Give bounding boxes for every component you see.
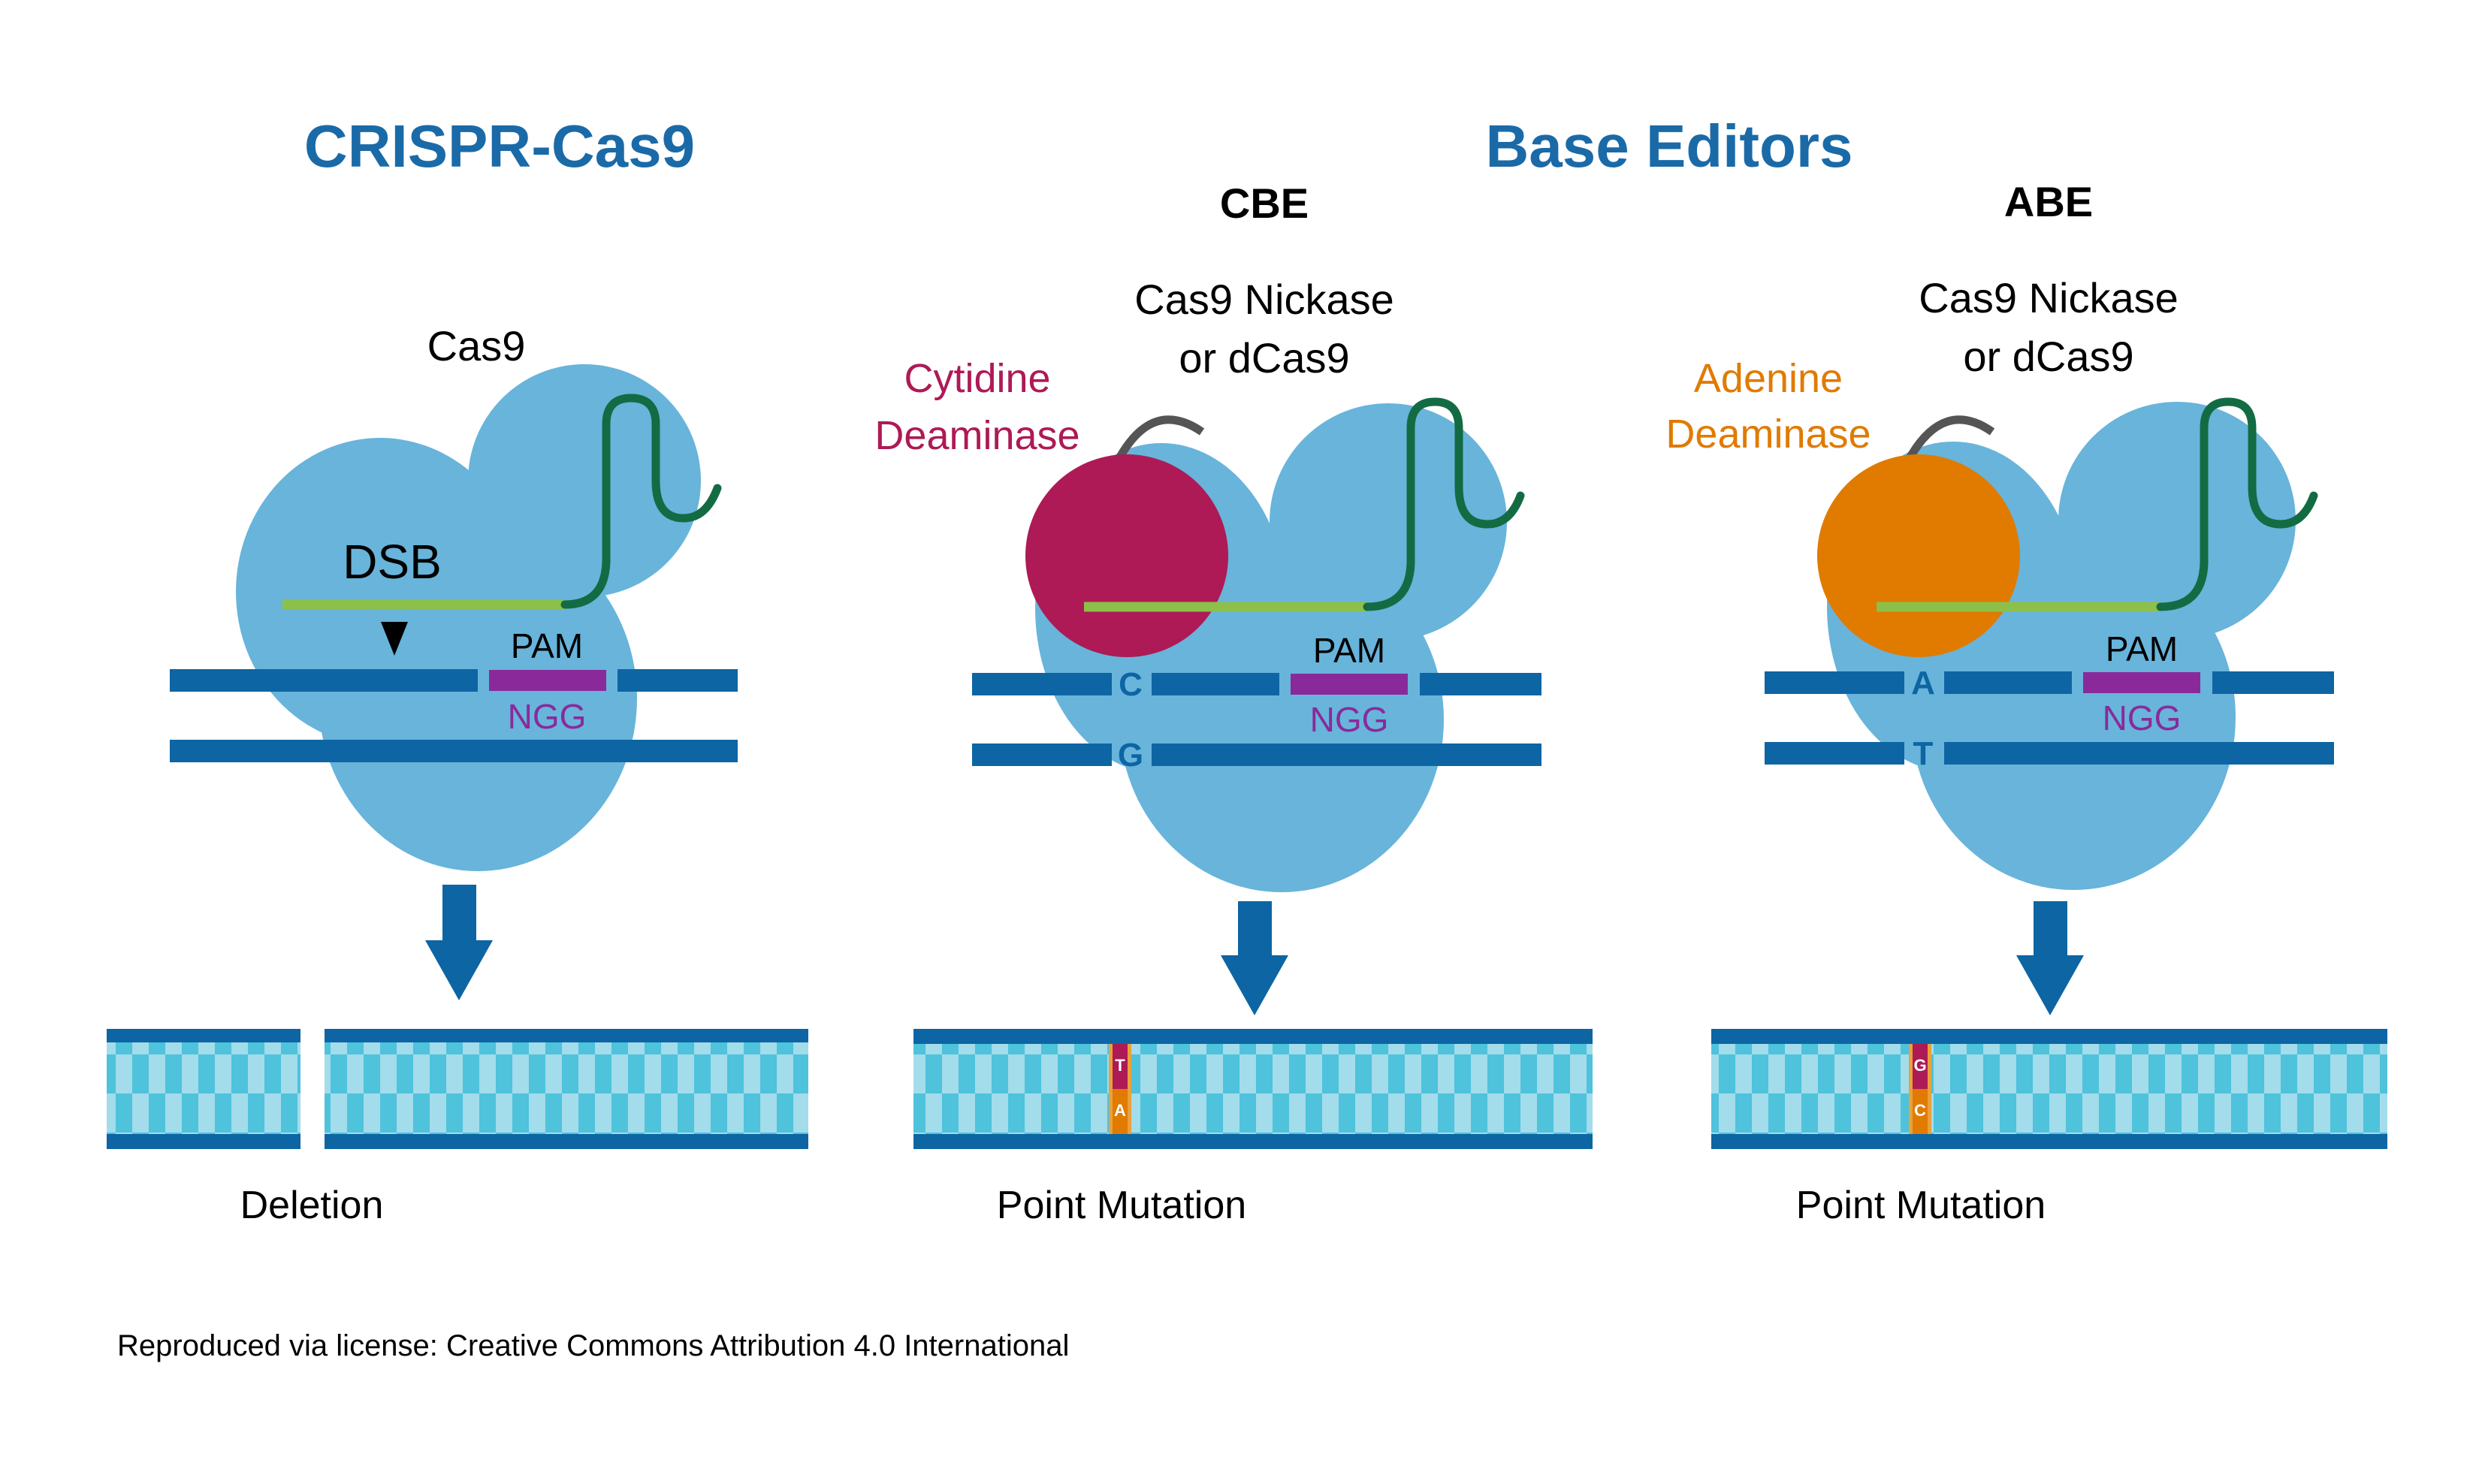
deletion-ladder-left bbox=[107, 1042, 300, 1134]
crispr-panel: Cas9 DSB PAM NGG Deletion bbox=[107, 322, 808, 1227]
cbe-protein-label-line2: or dCas9 bbox=[1179, 334, 1349, 382]
cytidine-deaminase bbox=[1025, 454, 1228, 657]
cas9-label: Cas9 bbox=[427, 322, 526, 369]
abe-pam-site bbox=[2083, 672, 2200, 693]
dsb-label: DSB bbox=[343, 535, 442, 589]
abe-pam-label: PAM bbox=[2106, 629, 2178, 668]
abe-protein-label-line1: Cas9 Nickase bbox=[1919, 274, 2178, 321]
cbe-target-base-top: C bbox=[1119, 666, 1143, 703]
abe-ngg-label: NGG bbox=[2103, 698, 2182, 737]
down-arrow bbox=[425, 885, 493, 1000]
cbe-dna-strand-top bbox=[972, 673, 1541, 695]
cbe-dna-strand-bottom bbox=[972, 744, 1541, 766]
abe-down-arrow bbox=[2016, 901, 2084, 1015]
cytidine-label-line2: Deaminase bbox=[874, 413, 1079, 458]
cas9-protein bbox=[236, 364, 701, 871]
cbe-outcome: Point Mutation bbox=[997, 1184, 1246, 1227]
abe-title: ABE bbox=[2004, 178, 2093, 225]
pam-label: PAM bbox=[511, 626, 583, 665]
abe-target-base-bottom: T bbox=[1913, 735, 1934, 772]
cbe-pam-label: PAM bbox=[1313, 631, 1385, 670]
abe-dna-strand-bottom bbox=[1765, 742, 2334, 765]
cbe-title: CBE bbox=[1220, 179, 1309, 227]
base-editors-title: Base Editors bbox=[1485, 113, 1852, 179]
cbe-ngg-label: NGG bbox=[1310, 700, 1389, 739]
pam-site bbox=[489, 670, 606, 691]
cbe-guide-rna-scaffold bbox=[1363, 397, 1525, 611]
cbe-protein-label-line1: Cas9 Nickase bbox=[1134, 276, 1393, 323]
cbe-panel: Cas9 Nickase or dCas9 Cytidine Deaminase… bbox=[874, 276, 1593, 1227]
abe-linker bbox=[1906, 415, 1995, 460]
abe-target-base-top: A bbox=[1911, 665, 1935, 701]
cbe-target-base-bottom: G bbox=[1118, 737, 1143, 774]
deletion-ladder-right bbox=[325, 1042, 808, 1134]
crispr-cas9-title: CRISPR-Cas9 bbox=[304, 113, 695, 179]
cbe-down-arrow bbox=[1221, 901, 1288, 1015]
ngg-label: NGG bbox=[508, 697, 587, 736]
cbe-edit-base-bottom: A bbox=[1114, 1101, 1126, 1120]
cbe-edited-dna bbox=[913, 1029, 1593, 1149]
abe-dna-strand-top bbox=[1765, 671, 2334, 694]
cbe-edit-base-top: T bbox=[1115, 1056, 1125, 1075]
adenine-label-line1: Adenine bbox=[1694, 356, 1843, 401]
abe-outcome: Point Mutation bbox=[1796, 1184, 2046, 1227]
guide-rna-scaffold bbox=[560, 394, 722, 609]
abe-edit-base-bottom: C bbox=[1914, 1101, 1926, 1120]
license-footer: Reproduced via license: Creative Commons… bbox=[117, 1329, 1069, 1362]
dna-strand-top bbox=[170, 669, 738, 692]
deletion-outcome: Deletion bbox=[240, 1184, 384, 1227]
abe-protein-label-line2: or dCas9 bbox=[1963, 333, 2133, 380]
linker bbox=[1116, 415, 1205, 460]
adenine-label-line2: Deaminase bbox=[1665, 412, 1871, 457]
dna-strand-bottom bbox=[170, 740, 738, 762]
cytidine-label-line1: Cytidine bbox=[904, 356, 1050, 401]
abe-panel: Cas9 Nickase or dCas9 Adenine Deaminase … bbox=[1665, 274, 2387, 1227]
dsb-cut-marker bbox=[381, 622, 408, 656]
abe-guide-rna-scaffold bbox=[2156, 397, 2318, 611]
cbe-pam-site bbox=[1291, 674, 1408, 695]
abe-edited-dna bbox=[1711, 1029, 2387, 1149]
abe-edit-base-top: G bbox=[1913, 1056, 1926, 1075]
adenine-deaminase bbox=[1817, 454, 2020, 657]
